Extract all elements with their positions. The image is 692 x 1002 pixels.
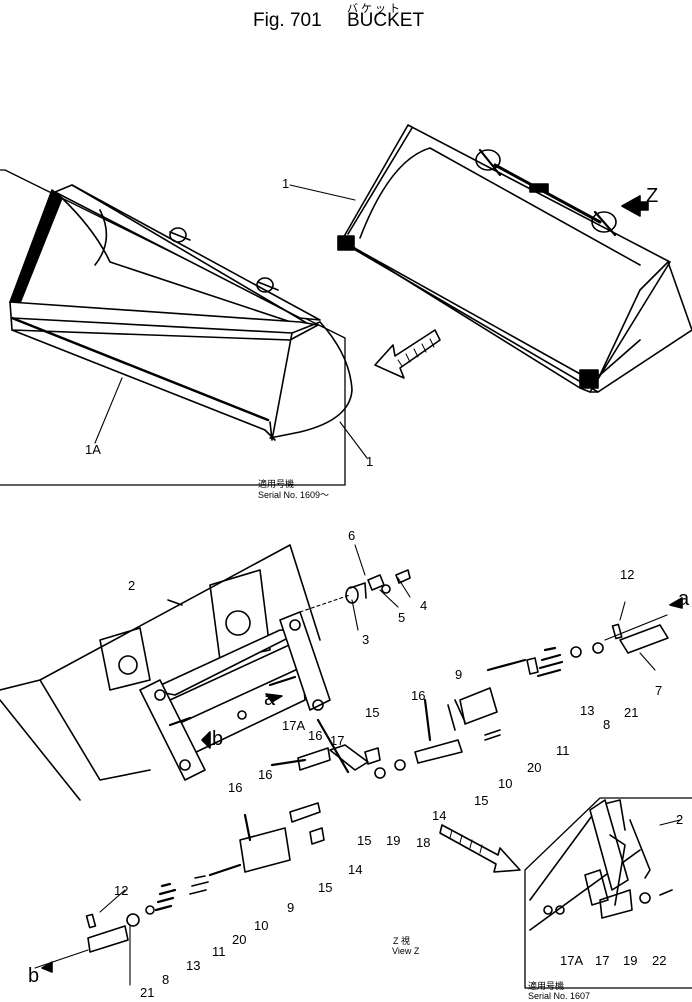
callout-11-upper: 11: [556, 743, 570, 758]
callout-19: 19: [386, 833, 401, 848]
callout-1a: 1A: [85, 442, 101, 457]
inset-view-z: [524, 797, 692, 989]
callout-15-a: 15: [474, 793, 489, 808]
callout-17: 17: [330, 733, 345, 748]
callout-20-lower: 20: [232, 932, 247, 947]
callout-11-lower: 11: [212, 944, 226, 959]
callout-16-b: 16: [228, 780, 243, 795]
callout-21-upper: 21: [624, 705, 639, 720]
callout-14-a: 14: [432, 808, 447, 823]
callout-9-upper: 9: [455, 667, 463, 682]
serial-label: Serial No. 1609～: [258, 490, 330, 500]
inset-callout-17: 17: [595, 953, 610, 968]
callout-13-upper: 13: [580, 703, 595, 718]
arrow-label-b-left: b: [212, 728, 224, 750]
callout-9-lower: 9: [287, 900, 295, 915]
callout-7: 7: [655, 683, 663, 698]
callout-3: 3: [362, 632, 370, 647]
callout-15-d: 15: [357, 833, 372, 848]
inset-callout-2: 2: [676, 812, 684, 827]
callout-21-lower: 21: [140, 985, 155, 1000]
callout-15-b: 15: [318, 880, 333, 895]
callout-16-d: 16: [258, 767, 273, 782]
callout-2: 2: [128, 578, 136, 593]
inset-serial-label: Serial No. 1607: [528, 991, 591, 1001]
view-label-jp: Z 視: [393, 936, 410, 946]
callout-8-lower: 8: [162, 972, 170, 987]
callout-14-b: 14: [348, 862, 363, 877]
callout-8-upper: 8: [603, 717, 611, 732]
callout-1-upper: 1: [282, 176, 290, 191]
callout-4: 4: [420, 598, 428, 613]
callout-5: 5: [398, 610, 406, 625]
fig-title: BUCKET: [347, 10, 425, 31]
callout-12-lower: 12: [114, 883, 129, 898]
inset-serial-label-jp: 適用号機: [528, 981, 565, 991]
title-kana: バケット: [347, 3, 403, 15]
callout-10-lower: 10: [254, 918, 269, 933]
linkage-assembly: [0, 544, 683, 986]
inset-callout-17a: 17A: [560, 953, 584, 968]
bucket-1a-view: [0, 169, 441, 486]
callout-1-lower: 1: [366, 454, 374, 469]
bucket-1-view: [289, 124, 692, 393]
inset-callout-22: 22: [652, 953, 667, 968]
callout-12-upper: 12: [620, 567, 635, 582]
fig-number: Fig. 701: [253, 10, 322, 31]
inset-callout-19: 19: [623, 953, 638, 968]
arrow-label-a-right: a: [678, 588, 690, 610]
serial-label-jp: 適用号機: [258, 479, 295, 489]
callout-6: 6: [348, 528, 356, 543]
callout-18: 18: [416, 835, 431, 850]
callout-16-c: 16: [308, 728, 323, 743]
view-arrow-z: Z: [646, 185, 659, 207]
callout-16-a: 16: [411, 688, 426, 703]
arrow-label-b-lower: b: [28, 965, 40, 987]
view-label: View Z: [392, 946, 420, 956]
callout-10-upper: 10: [498, 776, 513, 791]
callout-13-lower: 13: [186, 958, 201, 973]
callout-20-upper: 20: [527, 760, 542, 775]
arrow-label-a-left: a: [264, 688, 276, 710]
callout-17a: 17A: [282, 718, 306, 733]
callout-15-c: 15: [365, 705, 380, 720]
